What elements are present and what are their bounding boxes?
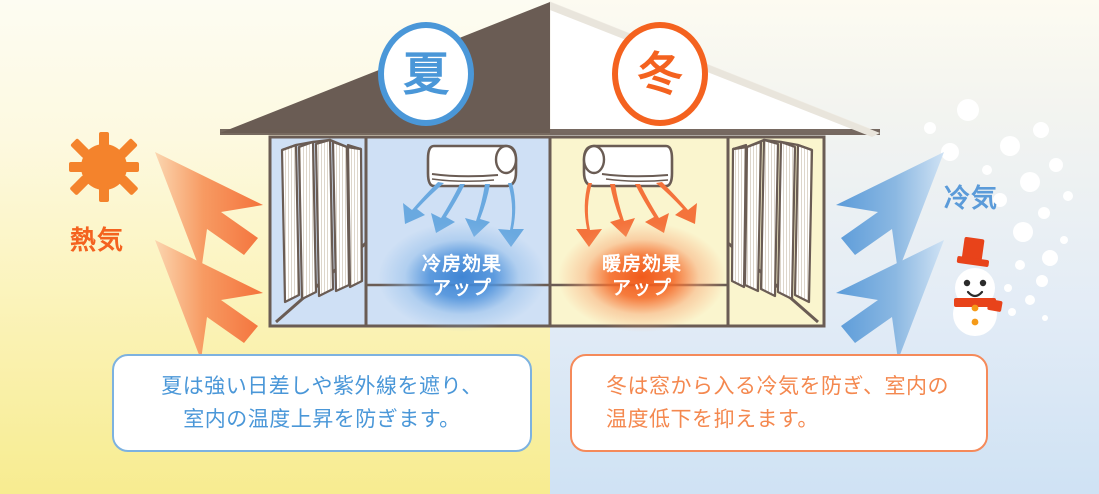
caption-winter-text: 冬は窓から入る冷気を防ぎ、室内の 温度低下を抑えます。 [606, 370, 949, 436]
sun-icon [69, 132, 139, 202]
caption-winter-line1: 冬は窓から入る冷気を防ぎ、室内の [606, 374, 949, 398]
season-badge-summer[interactable]: 夏 [378, 22, 474, 126]
heating-effect-line1: 暖房効果 [601, 253, 682, 275]
curtain-icon-left [280, 138, 364, 304]
roof [220, 1, 881, 137]
snow-dot [924, 122, 936, 134]
snow-dot [1042, 250, 1058, 266]
snow-dot [1060, 236, 1068, 244]
snow-dot [1038, 207, 1050, 219]
caption-summer-line1: 夏は強い日差しや紫外線を遮り、 [161, 374, 483, 398]
roof-eave [220, 129, 880, 135]
season-badge-winter-label: 冬 [637, 48, 683, 100]
cold-air-label: 冷気 [944, 183, 999, 213]
snow-dot [1033, 122, 1049, 138]
snow-dot [957, 99, 979, 121]
heating-effect-line2: アップ [611, 278, 672, 299]
heat-reflection-arrows [155, 152, 263, 360]
snow-dot [941, 143, 959, 161]
caption-summer-text: 夏は強い日差しや紫外線を遮り、 室内の温度上昇を防ぎます。 [161, 370, 482, 436]
snow-dot [1042, 315, 1048, 321]
snow-dot [982, 165, 992, 175]
snow-dot [1049, 158, 1063, 172]
cold-reflection-arrows [836, 152, 944, 360]
snow-dot [1000, 136, 1020, 156]
caption-box-winter: 冬は窓から入る冷気を防ぎ、室内の 温度低下を抑えます。 [570, 354, 988, 452]
air-conditioner-icon-right [582, 144, 674, 188]
snow-dot [1004, 284, 1012, 292]
snowman-icon [953, 236, 1003, 336]
snow-dot [1013, 222, 1033, 242]
season-badge-summer-label: 夏 [403, 48, 449, 100]
snow-dot [1063, 191, 1073, 201]
snow-dot [1008, 308, 1016, 316]
cooling-effect-line1: 冷房効果 [421, 253, 502, 275]
caption-summer-line2: 室内の温度上昇を防ぎます。 [183, 408, 461, 431]
heating-effect-badge: 暖房効果 アップ [558, 222, 726, 332]
snow-dot [1020, 172, 1040, 192]
snow-dot [993, 193, 1007, 207]
cooling-effect-badge: 冷房効果 アップ [378, 222, 546, 332]
caption-box-summer: 夏は強い日差しや紫外線を遮り、 室内の温度上昇を防ぎます。 [112, 354, 532, 452]
caption-winter-line2: 温度低下を抑えます。 [606, 408, 819, 431]
air-conditioner-icon-left [426, 144, 518, 188]
snow-dot [1015, 260, 1025, 270]
season-badge-winter[interactable]: 冬 [612, 22, 708, 126]
snow-dot [1025, 295, 1035, 305]
hot-air-label: 熱気 [70, 225, 125, 255]
snow-dot [1036, 275, 1048, 287]
curtain-icon-right [730, 138, 814, 304]
cooling-effect-line2: アップ [431, 278, 492, 299]
